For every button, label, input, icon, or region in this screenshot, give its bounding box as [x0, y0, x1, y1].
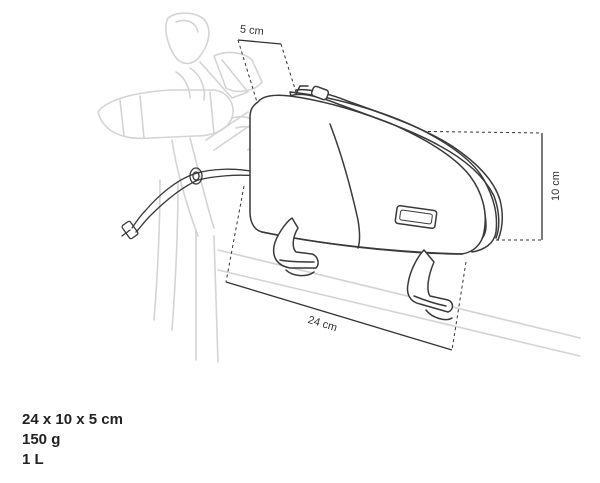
top-tube-bag-diagram: 5 cm 10 cm 24 cm — [97, 12, 581, 363]
dimension-lines — [225, 39, 543, 351]
depth-label: 5 cm — [239, 23, 264, 37]
length-label: 24 cm — [306, 314, 338, 334]
depth-dimension-line — [237, 39, 282, 45]
spec-weight: 150 g — [22, 431, 61, 448]
spec-size: 24 x 10 x 5 cm — [22, 411, 123, 428]
spec-list: 24 x 10 x 5 cm 150 g 1 L — [22, 410, 123, 470]
velcro-straps — [272, 217, 454, 321]
height-label: 10 cm — [550, 171, 562, 201]
length-dimension-line — [225, 281, 453, 351]
top-tube-bag — [249, 85, 503, 255]
spec-volume: 1 L — [22, 451, 44, 468]
